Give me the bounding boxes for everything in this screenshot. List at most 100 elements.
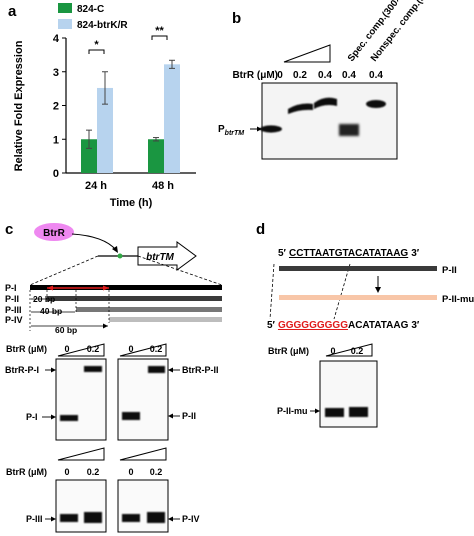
probe-label-p2: P-II xyxy=(5,294,19,304)
label-p3: P-III xyxy=(26,514,43,524)
probe-label-p4: P-IV xyxy=(5,315,23,325)
btrr-protein-icon xyxy=(34,223,74,241)
band-p3-lane2 xyxy=(84,512,102,523)
btrtm-gene-arrow xyxy=(137,241,197,271)
btrr-protein-label: BtrR xyxy=(43,228,65,239)
band-p3-lane1 xyxy=(60,514,78,522)
label-btrr-p2: BtrR-P-II xyxy=(182,365,219,375)
lane-label-5: 0.4 xyxy=(369,70,383,81)
sig-label-24h: * xyxy=(94,39,99,51)
legend-label-824-c: 824-C xyxy=(77,4,104,15)
panel-b: b BtrR (μM) 0 0.2 0.4 0.4 0.4 Spec. comp… xyxy=(218,0,440,160)
label-btrr-p1: BtrR-P-I xyxy=(5,365,39,375)
wedge-c2 xyxy=(119,343,167,357)
y-tick-label: 0 xyxy=(53,168,59,180)
probe-bar-p2-mu xyxy=(279,295,437,300)
dist-60bp-head xyxy=(103,323,108,329)
x-axis-label: Time (h) xyxy=(110,197,153,209)
legend-swatch-824-btrkr xyxy=(58,19,72,29)
zoom-d-right xyxy=(333,263,351,320)
label-p2-mu: P-II-mu xyxy=(442,294,474,305)
wedge-c3 xyxy=(57,447,105,461)
probe-bar-p2-wt xyxy=(279,266,437,271)
panel-b-letter: b xyxy=(232,10,241,27)
band-p1 xyxy=(60,415,78,421)
probe-label-p3: P-III xyxy=(5,305,22,315)
arrow-head-p2 xyxy=(168,413,173,419)
band-nonspec-comp xyxy=(366,100,386,108)
nonspec-comp-label: Nonspec. comp.(300×) xyxy=(369,0,440,64)
concentration-wedge xyxy=(283,44,331,63)
sig-bracket-48h xyxy=(151,35,168,40)
y-axis-label: Relative Fold Expression xyxy=(13,40,25,171)
binding-region-right-head xyxy=(103,285,109,291)
band-free-probe xyxy=(260,125,282,133)
lane-label-2: 0.2 xyxy=(293,70,307,81)
band-p2-mu-lane2 xyxy=(349,407,368,417)
probe-bar-p4 xyxy=(109,317,222,322)
arrow-head-btrr-p1 xyxy=(51,367,56,373)
wedge-d xyxy=(325,343,373,357)
label-gel-p2-mu: P-II-mu xyxy=(277,406,308,416)
band-btrr-p2 xyxy=(148,366,165,373)
lane-label-1: 0 xyxy=(277,70,283,81)
band-p2 xyxy=(122,412,140,420)
band-complex-lane3 xyxy=(314,97,337,109)
y-tick-label: 2 xyxy=(53,101,59,113)
arrow-head-p1 xyxy=(51,414,56,420)
bar-824-c-24h xyxy=(81,139,97,173)
bar-824-btrk-r-24h xyxy=(97,87,113,173)
mutation-arrow-head xyxy=(375,287,381,293)
legend-swatch-824-c xyxy=(58,3,72,13)
sig-bracket-24h xyxy=(88,49,105,54)
bars xyxy=(81,59,180,173)
gel-d xyxy=(319,360,378,428)
y-tick-label: 4 xyxy=(53,33,60,45)
dist-20bp-label: 20 bp xyxy=(33,294,55,304)
gel-c-p4 xyxy=(117,479,169,533)
lane-label-3: 0.4 xyxy=(318,70,332,81)
probe-bar-p3 xyxy=(76,307,222,312)
lane-label-4: 0.4 xyxy=(342,70,356,81)
lane-c3-0: 0 xyxy=(64,467,69,477)
legend-label-824-btrkr: 824-btrK/R xyxy=(77,20,128,31)
btrr-conc-label: BtrR (μM) xyxy=(232,70,278,81)
conc-label-c3: BtrR (μM) xyxy=(6,467,47,477)
label-p2: P-II xyxy=(182,411,196,421)
x-tick-24h: 24 h xyxy=(85,180,107,192)
bar-824-btrk-r-48h xyxy=(164,64,180,173)
lane-c4-0: 0 xyxy=(128,467,133,477)
btrtm-gene-label: btrTM xyxy=(146,252,174,263)
band-p2-mu-lane1 xyxy=(325,408,344,417)
gel-c-p1 xyxy=(55,358,107,441)
gel-c-p3 xyxy=(55,479,107,533)
y-tick-label: 3 xyxy=(53,67,59,79)
probe-bar-p1 xyxy=(30,285,222,290)
gel-b xyxy=(261,82,398,160)
probe-label-p1: P-I xyxy=(5,283,17,293)
zoom-line-left xyxy=(29,255,99,286)
bar-824-c-48h xyxy=(148,139,164,173)
label-p2-wt: P-II xyxy=(442,265,457,276)
probe-arrow-head xyxy=(257,126,262,132)
panel-a-letter: a xyxy=(8,3,17,20)
lane-d-02: 0.2 xyxy=(351,346,364,356)
arrow-head-gel-p2-mu xyxy=(315,408,320,414)
arrow-head-btrr-p2 xyxy=(168,367,173,373)
band-complex-lane2 xyxy=(288,103,313,114)
binding-arrow-head xyxy=(112,246,118,253)
dist-40bp-label: 40 bp xyxy=(40,306,62,316)
binding-region-left-head xyxy=(47,285,53,291)
arrow-head-p4 xyxy=(168,516,173,522)
conc-label-c1: BtrR (μM) xyxy=(6,344,47,354)
band-p4-lane2 xyxy=(147,512,165,523)
conc-label-d: BtrR (μM) xyxy=(268,346,309,356)
probe-label: PbtrTM xyxy=(218,124,244,137)
lane-c4-02: 0.2 xyxy=(150,467,163,477)
lane-c2-02: 0.2 xyxy=(150,344,163,354)
label-p4: P-IV xyxy=(182,514,200,524)
